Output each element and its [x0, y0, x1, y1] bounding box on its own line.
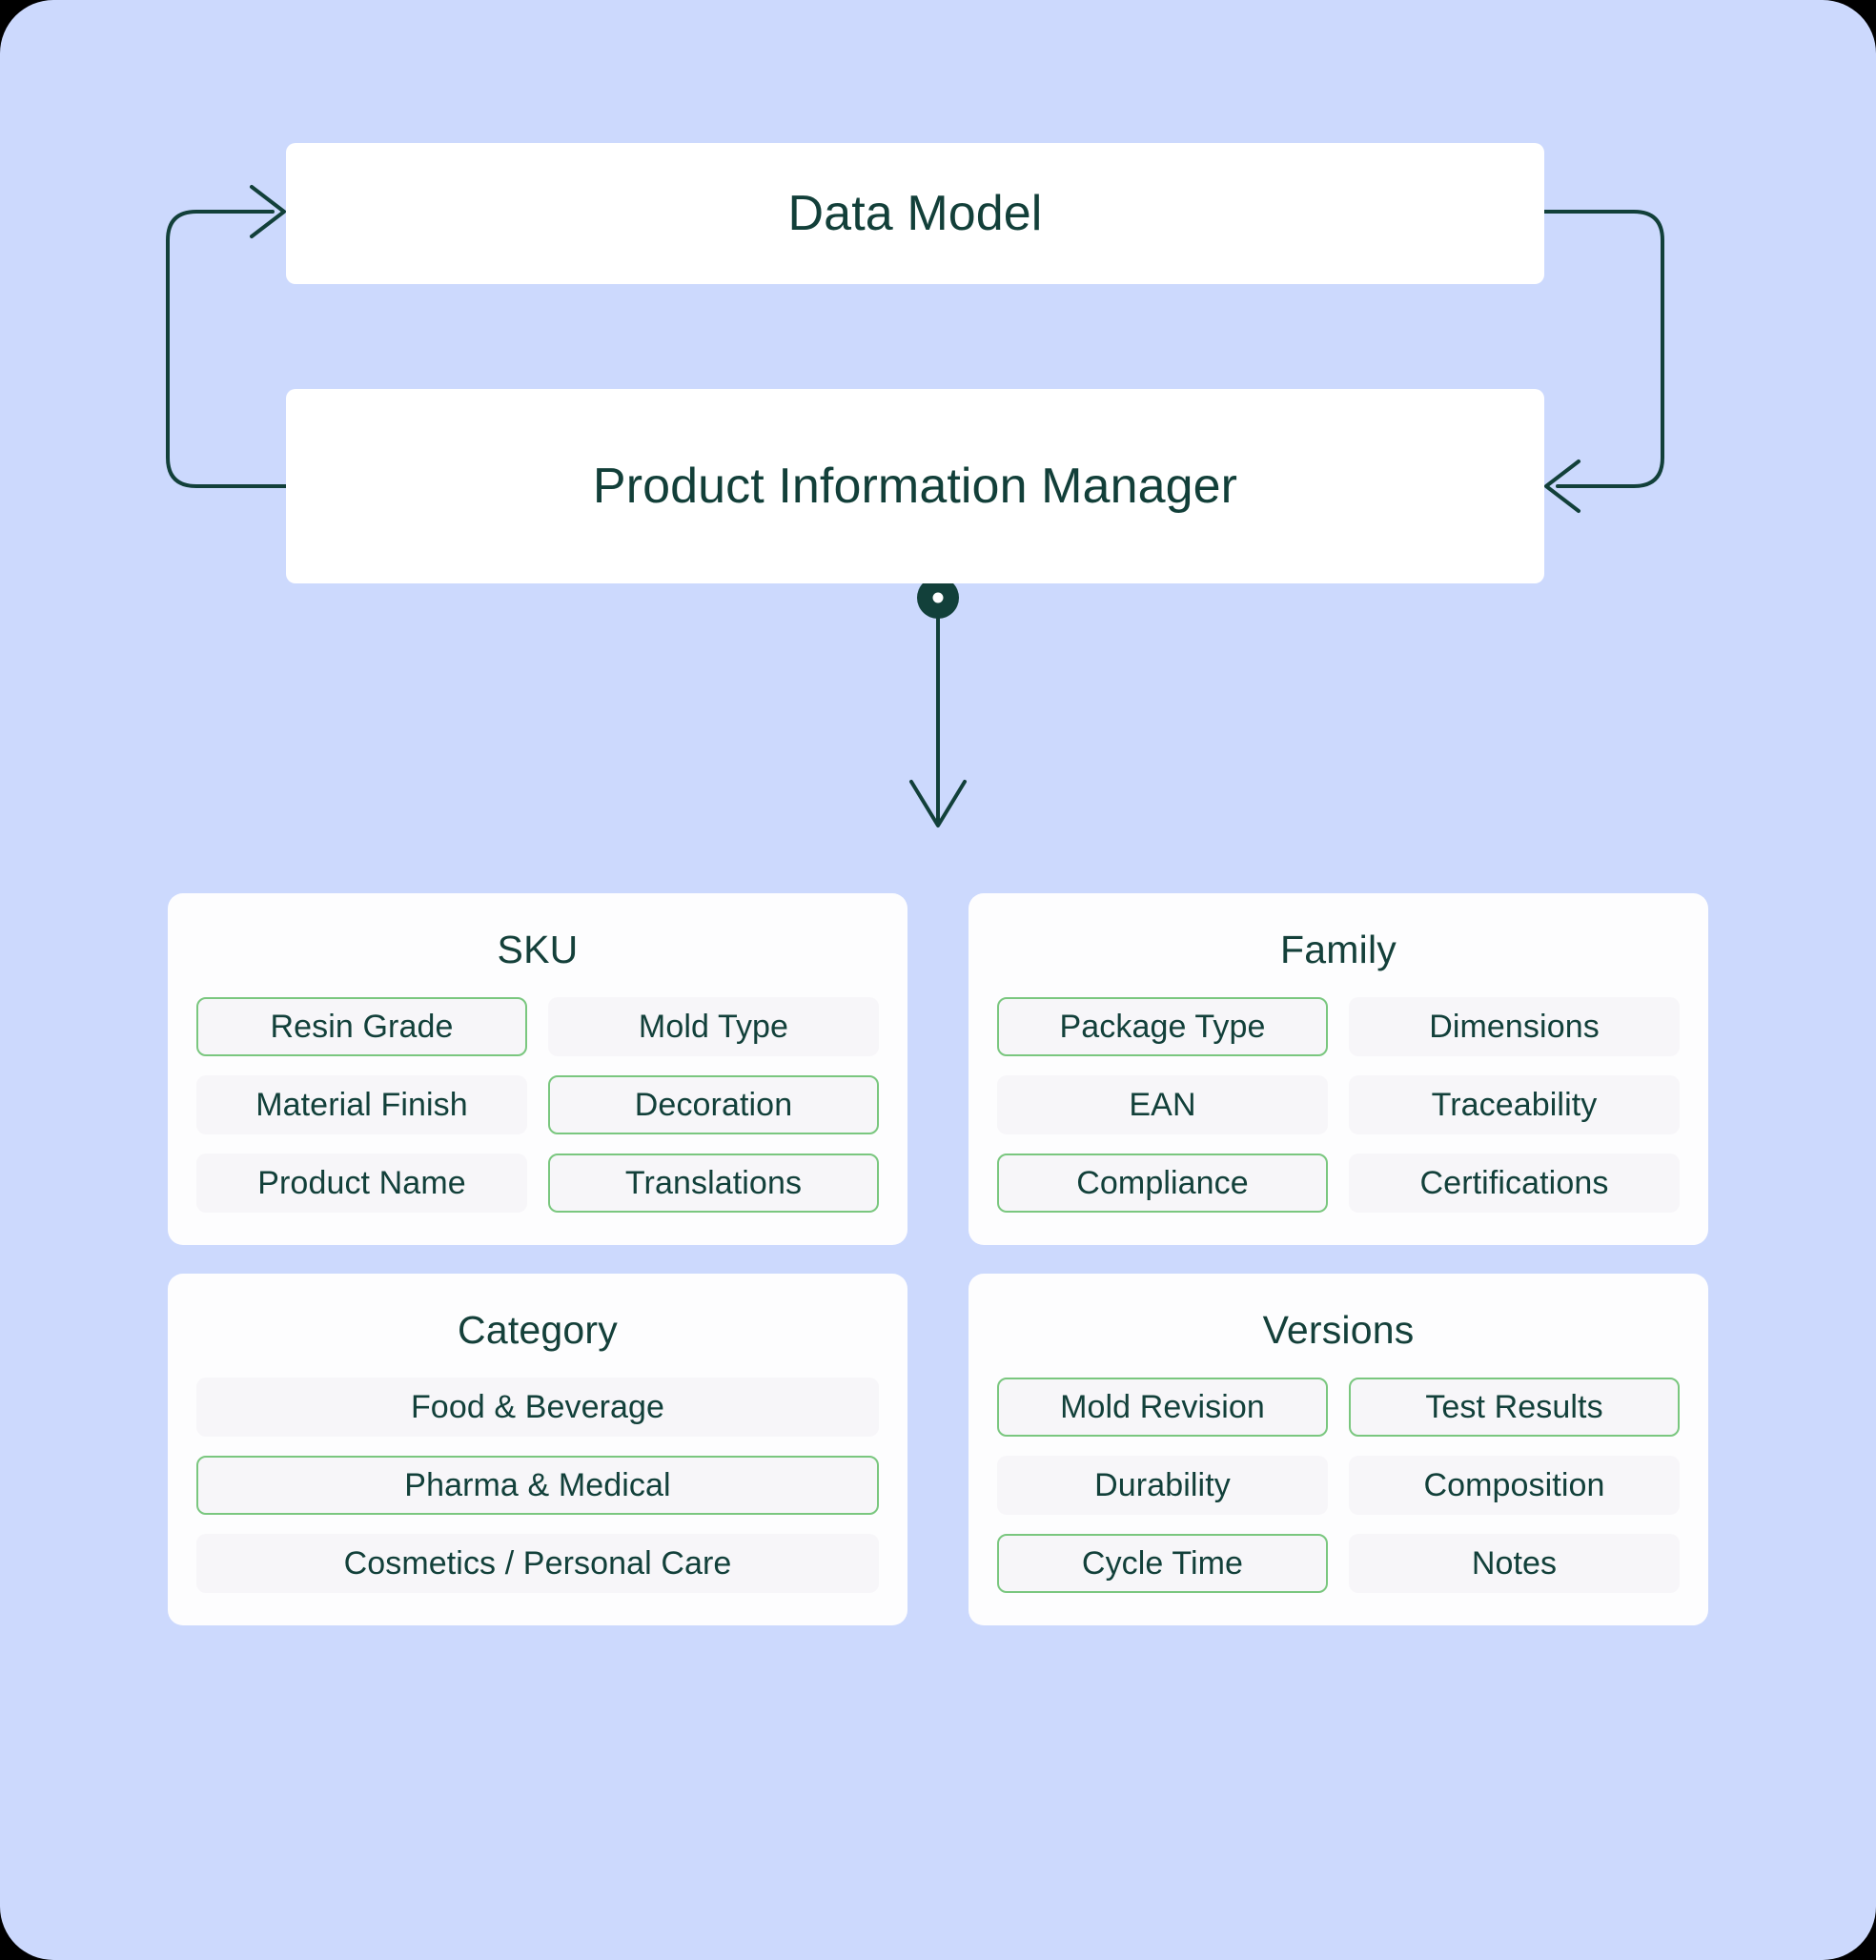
down-connector-arrow [909, 608, 967, 827]
attribute-chip-mold-type[interactable]: Mold Type [548, 997, 879, 1056]
attribute-chip-package-type[interactable]: Package Type [997, 997, 1328, 1056]
attribute-chip-compliance[interactable]: Compliance [997, 1154, 1328, 1213]
attribute-chip-cosmetics-personal-care[interactable]: Cosmetics / Personal Care [196, 1534, 879, 1593]
loop-left-arrow [166, 185, 288, 488]
attribute-chip-cycle-time[interactable]: Cycle Time [997, 1534, 1328, 1593]
attribute-chip-mold-revision[interactable]: Mold Revision [997, 1378, 1328, 1437]
attribute-chip-pharma-medical[interactable]: Pharma & Medical [196, 1456, 879, 1515]
attribute-chip-resin-grade[interactable]: Resin Grade [196, 997, 527, 1056]
entity-card-title: Category [458, 1308, 618, 1352]
attribute-chip-material-finish[interactable]: Material Finish [196, 1075, 527, 1134]
entity-card-title: Versions [1262, 1308, 1415, 1352]
node-data-model[interactable]: Data Model [286, 143, 1544, 284]
node-product-information-manager-label: Product Information Manager [592, 459, 1238, 514]
attribute-chip-translations[interactable]: Translations [548, 1154, 879, 1213]
attribute-chip-ean[interactable]: EAN [997, 1075, 1328, 1134]
attribute-chip-traceability[interactable]: Traceability [1349, 1075, 1680, 1134]
entity-card-title: SKU [497, 928, 579, 971]
attribute-chip-notes[interactable]: Notes [1349, 1534, 1680, 1593]
entity-card-title: Family [1280, 928, 1397, 971]
loop-right-arrow [1542, 210, 1664, 513]
attribute-chip-dimensions[interactable]: Dimensions [1349, 997, 1680, 1056]
node-data-model-label: Data Model [787, 186, 1043, 241]
node-product-information-manager[interactable]: Product Information Manager [286, 389, 1544, 583]
attribute-chip-test-results[interactable]: Test Results [1349, 1378, 1680, 1437]
attribute-chip-composition[interactable]: Composition [1349, 1456, 1680, 1515]
attribute-chip-food-beverage[interactable]: Food & Beverage [196, 1378, 879, 1437]
attribute-chip-decoration[interactable]: Decoration [548, 1075, 879, 1134]
attribute-chip-product-name[interactable]: Product Name [196, 1154, 527, 1213]
attribute-chip-certifications[interactable]: Certifications [1349, 1154, 1680, 1213]
attribute-chip-durability[interactable]: Durability [997, 1456, 1328, 1515]
